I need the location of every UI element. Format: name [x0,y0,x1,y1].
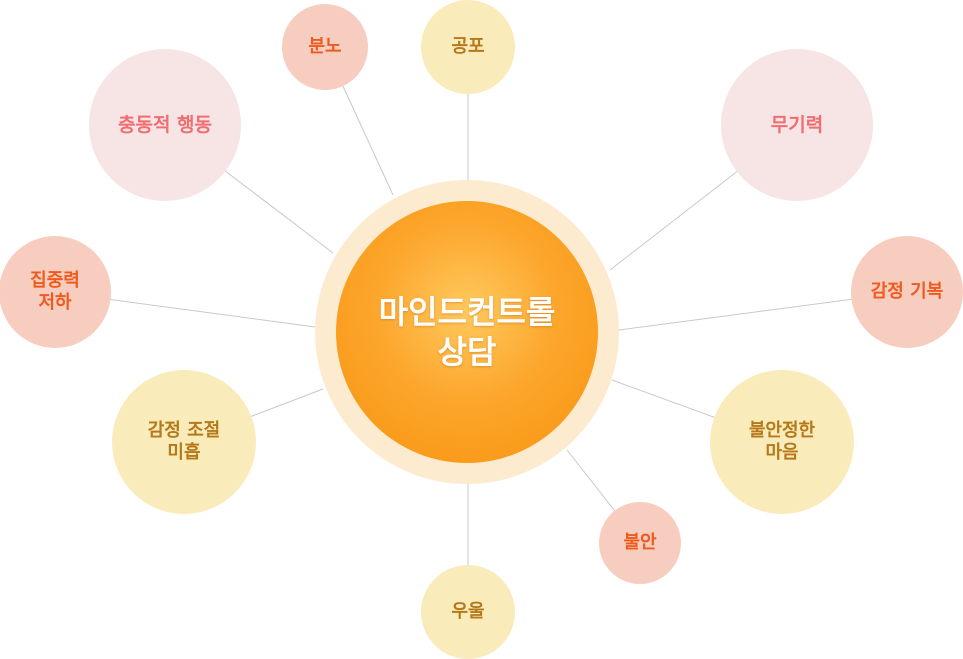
node-poor-emotion-control: 감정 조절 미흡 [112,370,256,514]
node-label: 공포 [451,36,485,57]
node-anger: 분노 [282,4,368,90]
node-concentration-decline: 집중력 저하 [0,236,111,348]
node-anxiety: 불안 [599,502,681,584]
node-anxious-mind: 불안정한 마음 [710,370,854,514]
node-label: 집중력 저하 [30,270,80,313]
node-impulsive-behavior: 충동적 행동 [89,49,241,201]
center-hub: 마인드컨트롤 상담 [336,201,598,463]
node-mood-swings: 감정 기복 [851,236,963,348]
node-fear: 공포 [421,0,515,94]
node-label: 불안정한 마음 [748,420,816,463]
node-label: 충동적 행동 [117,114,212,136]
node-depression: 우울 [421,565,515,659]
node-label: 분노 [308,36,342,57]
node-label: 무기력 [770,114,824,136]
node-label: 불안 [623,532,657,553]
node-label: 감정 기복 [870,281,944,302]
node-lethargy: 무기력 [721,49,873,201]
node-label: 감정 조절 미흡 [147,420,221,463]
node-label: 우울 [451,601,485,622]
center-hub-label: 마인드컨트롤 상담 [378,293,556,371]
